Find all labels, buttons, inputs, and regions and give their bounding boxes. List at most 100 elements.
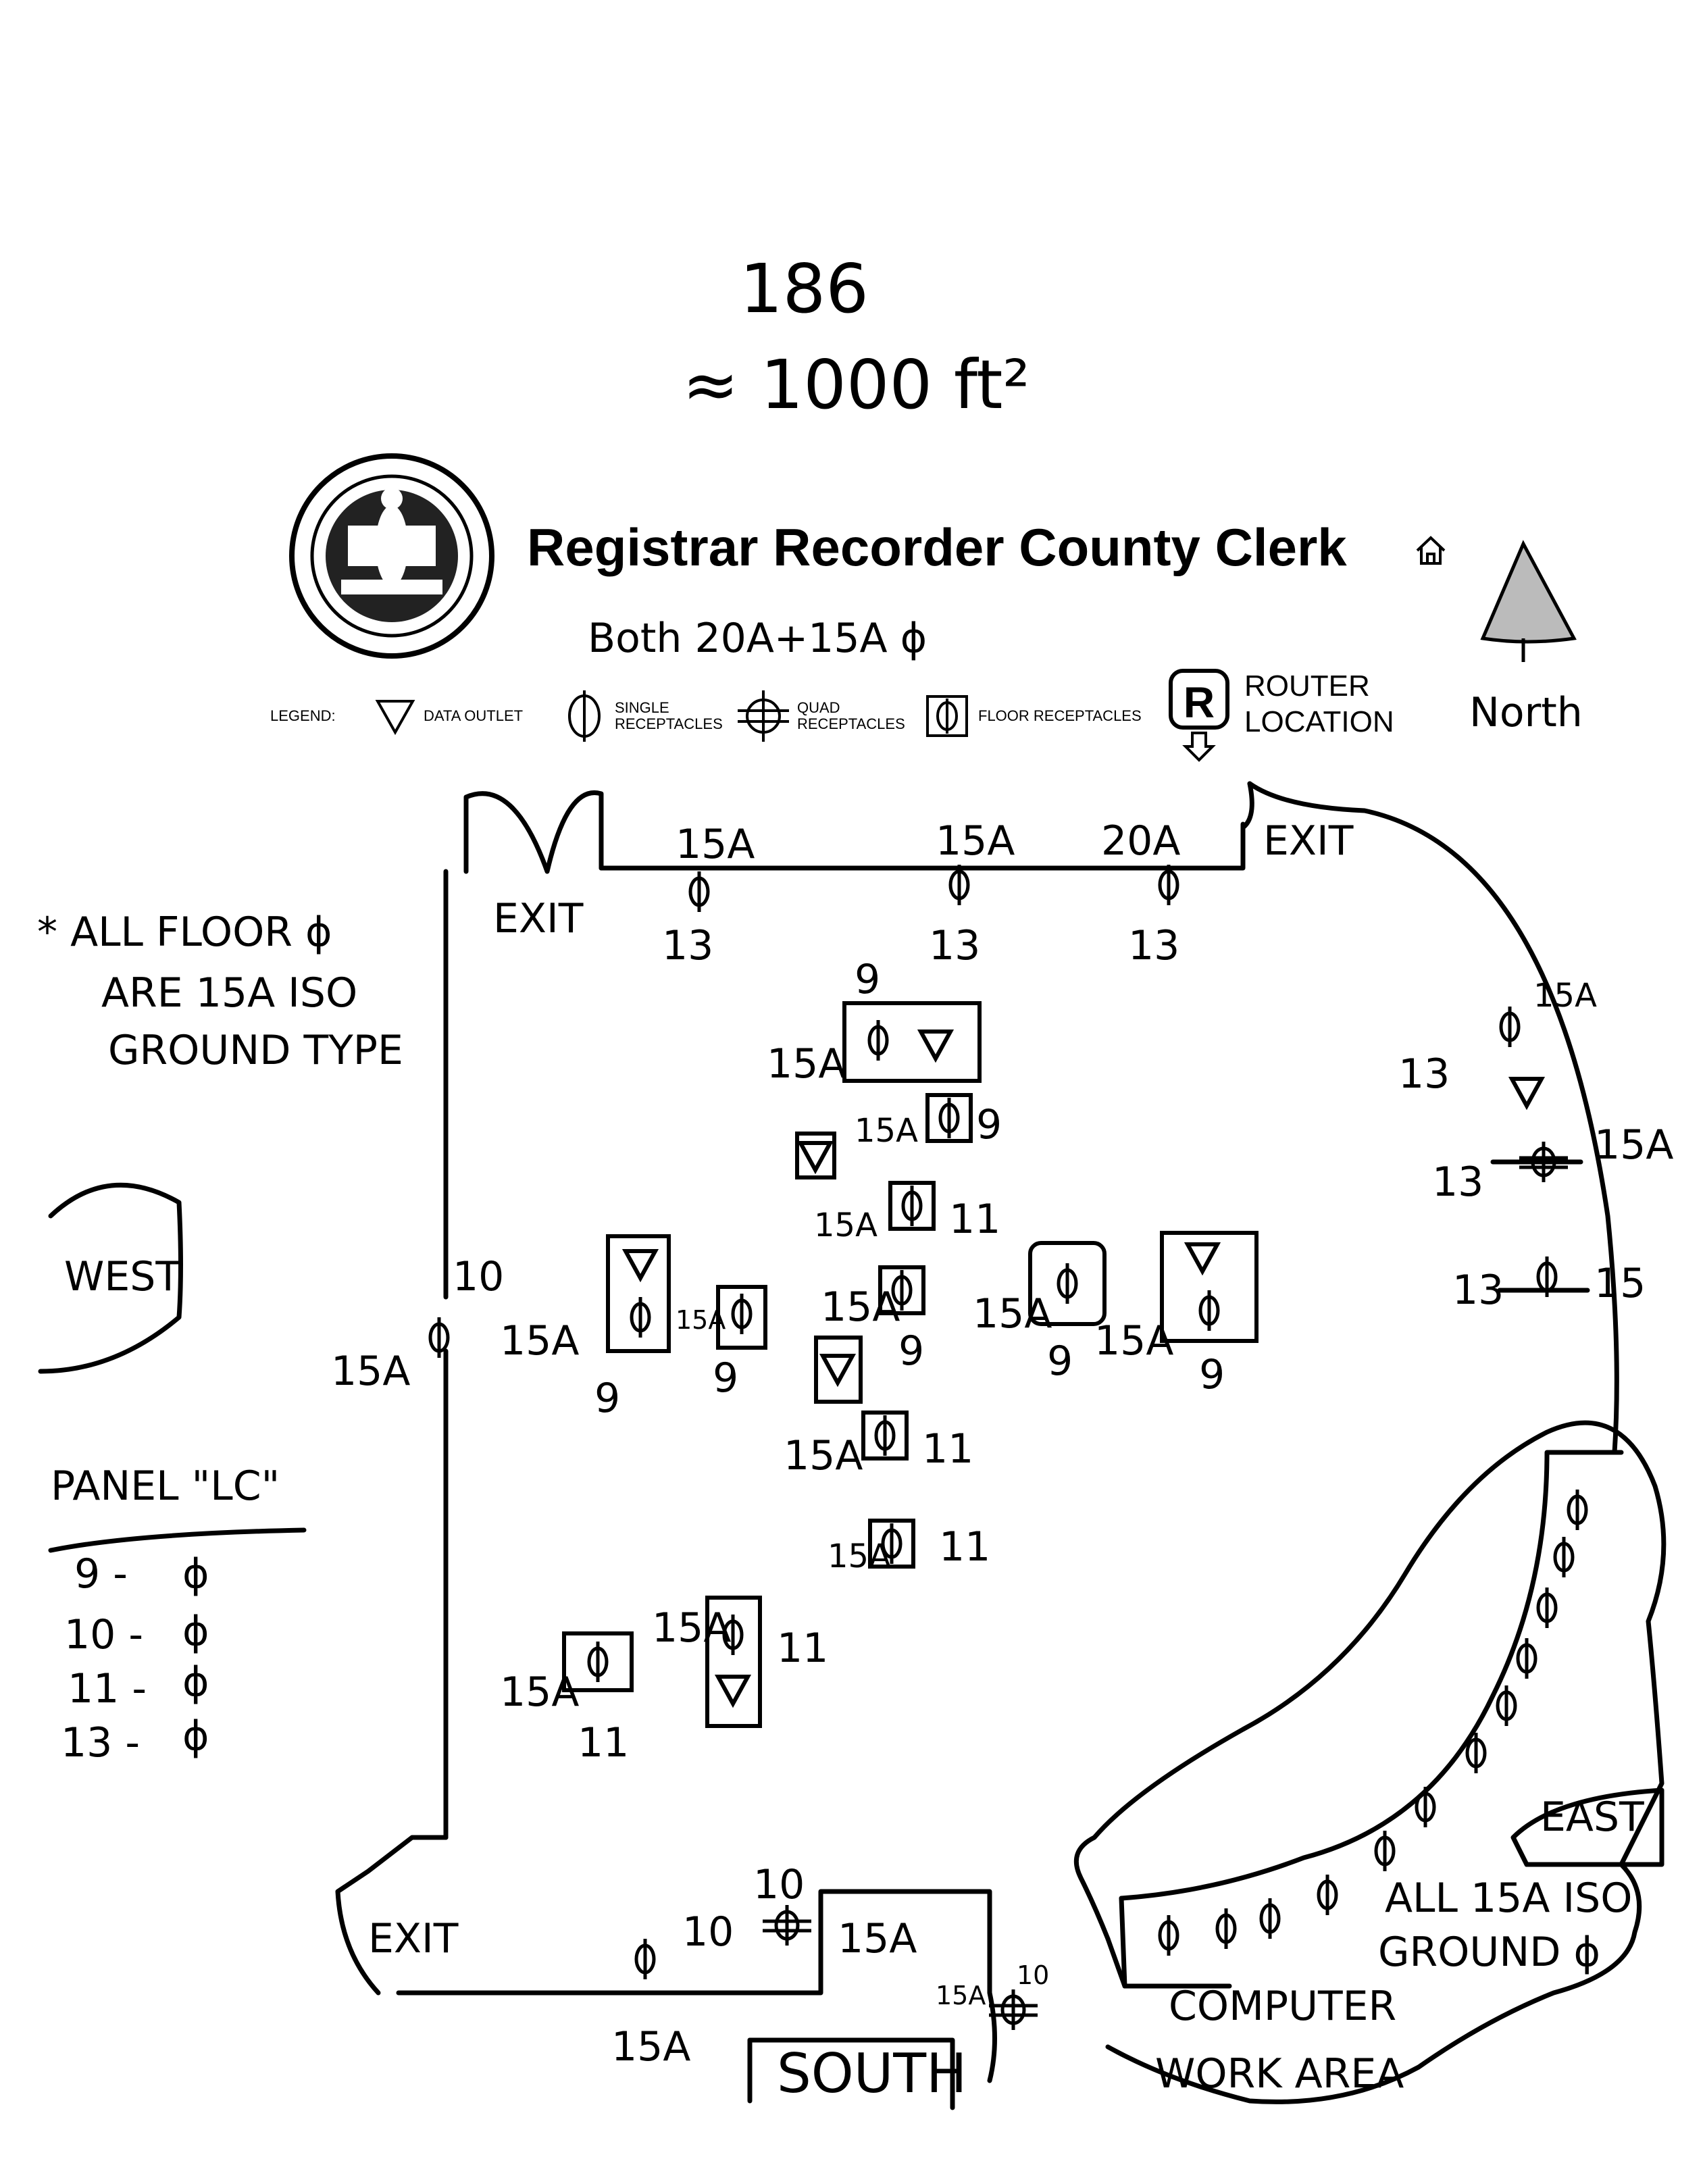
floor-receptacle xyxy=(870,1521,913,1567)
east-note-line-2: GROUND ϕ xyxy=(1378,1929,1601,1976)
data-outlet xyxy=(1512,1079,1542,1106)
single-receptacle xyxy=(1501,1007,1519,1047)
single-receptacle xyxy=(1498,1685,1515,1726)
amp-label: 15A xyxy=(767,1040,846,1088)
amp-label: 15A xyxy=(936,1981,986,2010)
legend-floor: FLOOR RECEPTACLES xyxy=(978,707,1142,724)
single-receptacle xyxy=(1376,1831,1394,1871)
panel-row-symbol: ϕ xyxy=(182,1550,209,1598)
north-label: North xyxy=(1469,689,1583,736)
single-receptacle xyxy=(1555,1537,1573,1577)
single-receptacle xyxy=(690,871,708,912)
panel-row-number: 13 - xyxy=(61,1719,141,1767)
handwritten-number: 186 xyxy=(740,249,869,328)
floor-receptacle xyxy=(880,1267,923,1313)
amp-label: 15A xyxy=(784,1432,863,1479)
amp-label: 15A xyxy=(855,1112,918,1150)
single-receptacle xyxy=(950,865,968,905)
panel-row-symbol: ϕ xyxy=(182,1608,209,1655)
legend-data-outlet: DATA OUTLET xyxy=(424,707,524,724)
quad-receptacle xyxy=(763,1905,811,1946)
circuit-label: 13 xyxy=(1398,1050,1450,1098)
quad-receptacle xyxy=(989,1989,1038,2030)
panel-row-number: 10 - xyxy=(64,1611,144,1658)
router-line-1: ROUTER xyxy=(1244,669,1370,703)
data-outlet xyxy=(1188,1244,1217,1271)
amp-label: 15A xyxy=(652,1604,732,1652)
circuit-label: 11 xyxy=(949,1196,1001,1243)
data-outlet-icon xyxy=(375,700,415,736)
circuit-label: 11 xyxy=(922,1425,974,1473)
floor-receptacle-icon xyxy=(926,695,968,737)
single-receptacle xyxy=(1160,865,1177,905)
single-receptacle xyxy=(636,1939,654,1979)
router-location-icon: R xyxy=(1169,669,1229,762)
circuit-label: 13 xyxy=(929,922,981,969)
single-receptacle xyxy=(1538,1588,1556,1628)
floor-note-line-1: * ALL FLOOR ϕ xyxy=(37,909,332,956)
county-seal-logo xyxy=(289,453,494,659)
north-arrow-icon xyxy=(1480,540,1577,662)
single-receptacle xyxy=(733,1294,751,1334)
circuit-label: 9 xyxy=(594,1375,621,1422)
quad-receptacle xyxy=(1519,1142,1568,1182)
single-receptacle xyxy=(1518,1638,1535,1679)
amp-label: 15A xyxy=(838,1915,917,1962)
circuit-label: 11 xyxy=(777,1625,829,1672)
circuit-label: 10 xyxy=(682,1908,734,1956)
router-letter: R xyxy=(1184,678,1215,727)
east-note-line-1: ALL 15A ISO xyxy=(1385,1875,1633,1922)
floor-note-line-2: ARE 15A ISO xyxy=(101,969,358,1017)
exit-label-north: EXIT xyxy=(493,895,584,942)
circuit-label: 9 xyxy=(713,1354,739,1402)
circuit-label: 10 xyxy=(1017,1960,1050,1990)
single-receptacle xyxy=(1538,1256,1556,1297)
panel-row-symbol: ϕ xyxy=(182,1658,209,1706)
west-label: WEST xyxy=(64,1253,180,1300)
data-outlet xyxy=(626,1251,655,1278)
circuit-label: 9 xyxy=(1047,1338,1073,1385)
amp-label: 15A xyxy=(814,1207,878,1244)
data-outlet xyxy=(823,1356,853,1383)
circuit-label: 11 xyxy=(578,1719,630,1767)
floor-receptacle xyxy=(863,1413,907,1458)
single-receptacle xyxy=(1417,1787,1434,1827)
single-receptacle xyxy=(1569,1490,1586,1530)
circuit-label: 9 xyxy=(855,956,881,1003)
circuit-label: 11 xyxy=(939,1523,991,1571)
quad-receptacle-icon xyxy=(738,690,789,742)
circuit-label: 13 xyxy=(662,922,714,969)
circuit-label: 13 xyxy=(1128,922,1180,969)
amp-label: 15 xyxy=(1594,1260,1646,1307)
data-outlet xyxy=(800,1143,830,1170)
data-outlet xyxy=(718,1677,748,1704)
area-note: ≈ 1000 ft² xyxy=(682,345,1030,424)
amp-label: 15A xyxy=(331,1348,411,1395)
home-icon xyxy=(1416,536,1446,565)
amp-label: 15A xyxy=(1533,977,1597,1015)
single-receptacle xyxy=(869,1020,887,1061)
exit-label-southwest: EXIT xyxy=(368,1915,459,1962)
circuit-label: 9 xyxy=(898,1327,925,1375)
amp-label: 15A xyxy=(500,1317,580,1365)
computer-area-line-2: WORK AREA xyxy=(1155,2050,1404,2098)
east-label: EAST xyxy=(1540,1794,1644,1841)
router-line-2: LOCATION xyxy=(1244,705,1394,738)
single-receptacle xyxy=(1261,1898,1279,1939)
legend: LEGEND: DATA OUTLET SINGLE RECEPTACLES Q… xyxy=(270,669,1419,763)
circuit-label: 13 xyxy=(1452,1267,1504,1314)
amp-label: 15A xyxy=(1594,1121,1674,1169)
data-outlet xyxy=(921,1032,950,1059)
panel-row-number: 9 - xyxy=(74,1550,128,1598)
floor-receptacle xyxy=(927,1095,971,1141)
circuit-note: Both 20A+15A ϕ xyxy=(588,615,927,662)
single-receptacle xyxy=(589,1642,607,1682)
amp-label: 20A xyxy=(1101,817,1181,865)
circuit-label: 9 xyxy=(976,1101,1002,1148)
legend-quad: QUAD RECEPTACLES xyxy=(797,699,905,732)
single-receptacle xyxy=(632,1297,649,1338)
single-receptacle-icon xyxy=(568,690,601,742)
panel-title: PANEL "LC" xyxy=(51,1463,280,1510)
